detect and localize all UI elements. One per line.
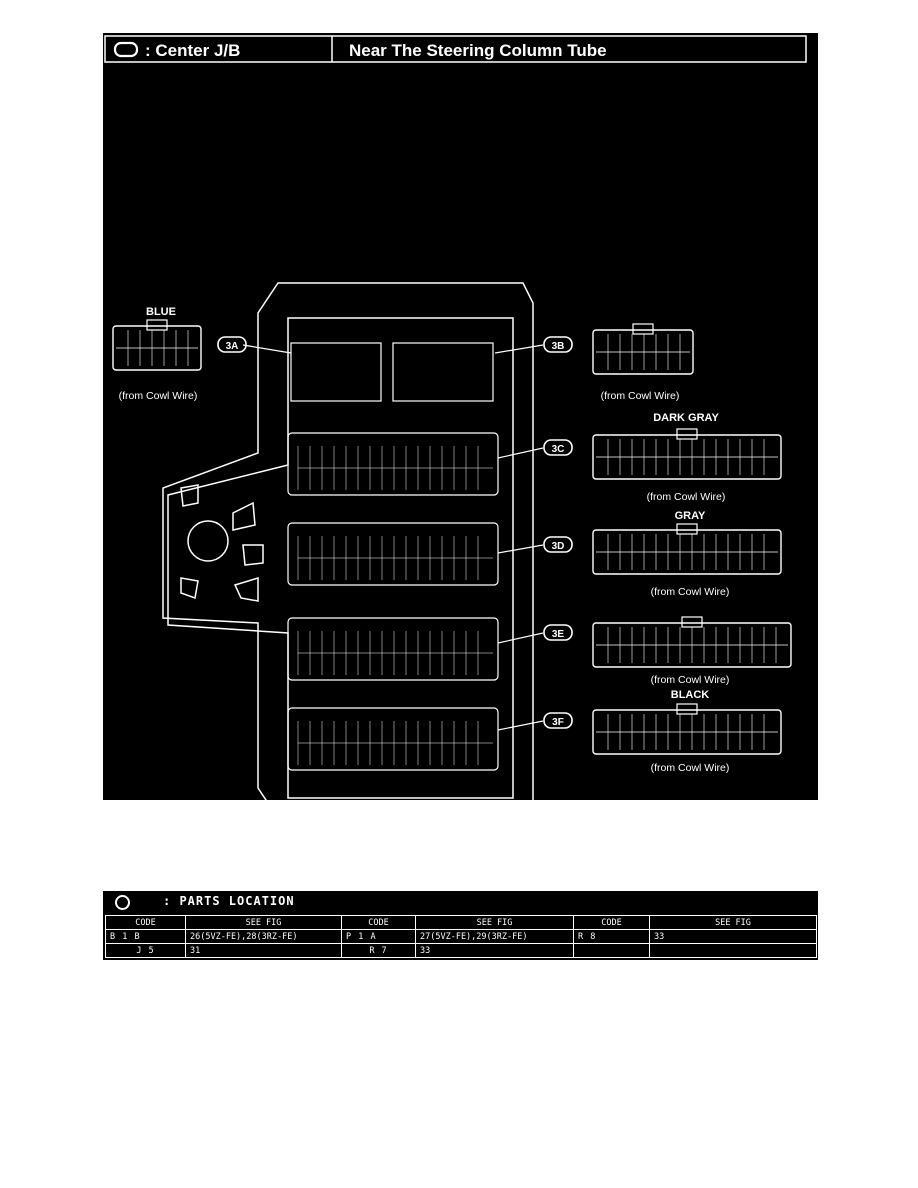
connector-id-oval — [543, 624, 573, 641]
connector-latch — [676, 428, 698, 440]
connector-source-note: (from Cowl Wire) — [601, 390, 680, 402]
table-cell-code: R 8 — [573, 929, 650, 944]
parts-location-circle-icon — [115, 895, 130, 910]
table-cell-code: J 5 — [105, 943, 186, 958]
connector-id-label: 3B — [552, 341, 565, 352]
connector-source-note: (from Cowl Wire) — [651, 762, 730, 774]
connector-layer: 3A BLUE (from Cowl Wire) 3B (from Cowl Wire)… — [112, 306, 792, 774]
column-header: SEE FIG — [415, 915, 574, 930]
connector-3f: 3F BLACK (from Cowl Wire) — [497, 689, 782, 774]
jb-symbol-icon — [113, 41, 139, 58]
connector-id-label: 3F — [552, 717, 564, 728]
jb-internal-slots — [287, 342, 499, 771]
connector-body — [592, 622, 792, 668]
column-header: CODE — [573, 915, 650, 930]
column-header: CODE — [341, 915, 416, 930]
table-cell-fig — [649, 943, 817, 958]
connector-latch — [681, 616, 703, 628]
connector-id-oval — [543, 712, 573, 729]
mounting-hole-icon — [187, 520, 229, 562]
connector-body — [592, 329, 694, 375]
connector-id-label: 3E — [552, 629, 565, 640]
connector-color-label: BLACK — [671, 689, 710, 701]
connector-id-oval — [217, 336, 247, 353]
table-cell-code: P 1 A — [341, 929, 416, 944]
column-header: SEE FIG — [649, 915, 817, 930]
table-cell-fig: 26(5VZ-FE),28(3RZ-FE) — [185, 929, 342, 944]
table-row: B 1 B 26(5VZ-FE),28(3RZ-FE) P 1 A 27(5VZ… — [105, 929, 817, 944]
connector-id-oval — [543, 439, 573, 456]
table-cell-code — [573, 943, 650, 958]
junction-block-diagram: : Center J/B Near The Steering Column Tu… — [103, 33, 818, 800]
connector-source-note: (from Cowl Wire) — [647, 491, 726, 503]
parts-location-table: CODE SEE FIG CODE SEE FIG CODE SEE FIG B… — [105, 915, 817, 958]
parts-location-title-bar: : PARTS LOCATION — [103, 891, 818, 915]
connector-id-label: 3C — [552, 444, 565, 455]
connector-color-label: DARK GRAY — [653, 412, 719, 424]
connector-body — [112, 325, 202, 371]
header-symbol-label: : Center J/B — [145, 41, 240, 60]
connector-latch — [146, 319, 168, 331]
connector-3a: 3A BLUE (from Cowl Wire) — [112, 306, 292, 402]
table-cell-fig: 33 — [415, 943, 574, 958]
table-cell-fig: 31 — [185, 943, 342, 958]
connector-body — [592, 434, 782, 480]
connector-3d: 3D GRAY (from Cowl Wire) — [497, 510, 782, 598]
connector-source-note: (from Cowl Wire) — [651, 674, 730, 686]
connector-3e: 3E (from Cowl Wire) — [497, 616, 792, 686]
column-header: CODE — [105, 915, 186, 930]
parts-location-panel: : PARTS LOCATION CODE SEE FIG CODE SEE F… — [103, 891, 818, 960]
connector-latch — [676, 703, 698, 715]
connector-color-label: BLUE — [146, 306, 176, 318]
column-header: SEE FIG — [185, 915, 342, 930]
diagram-header: : Center J/B Near The Steering Column Tu… — [104, 35, 807, 63]
header-location-label: Near The Steering Column Tube — [349, 41, 607, 60]
table-row: J 5 31 R 7 33 — [105, 943, 817, 958]
connector-source-note: (from Cowl Wire) — [119, 390, 198, 402]
connector-color-label: GRAY — [675, 510, 706, 522]
junction-block-body — [162, 282, 534, 800]
connector-body — [592, 529, 782, 575]
connector-latch — [676, 523, 698, 535]
connector-id-oval — [543, 336, 573, 353]
connector-latch — [632, 323, 654, 335]
table-cell-fig: 33 — [649, 929, 817, 944]
table-cell-fig: 27(5VZ-FE),29(3RZ-FE) — [415, 929, 574, 944]
parts-location-title: : PARTS LOCATION — [163, 894, 295, 908]
connector-3b: 3B (from Cowl Wire) — [494, 323, 694, 402]
connector-id-label: 3A — [226, 341, 239, 352]
connector-3c: 3C DARK GRAY (from Cowl Wire) — [497, 412, 782, 503]
connector-id-oval — [543, 536, 573, 553]
connector-id-label: 3D — [552, 541, 565, 552]
table-header-row: CODE SEE FIG CODE SEE FIG CODE SEE FIG — [105, 915, 817, 930]
jb-slot-grid — [297, 446, 493, 765]
table-cell-code: R 7 — [341, 943, 416, 958]
connector-body — [592, 709, 782, 755]
table-cell-code: B 1 B — [105, 929, 186, 944]
connector-source-note: (from Cowl Wire) — [651, 586, 730, 598]
